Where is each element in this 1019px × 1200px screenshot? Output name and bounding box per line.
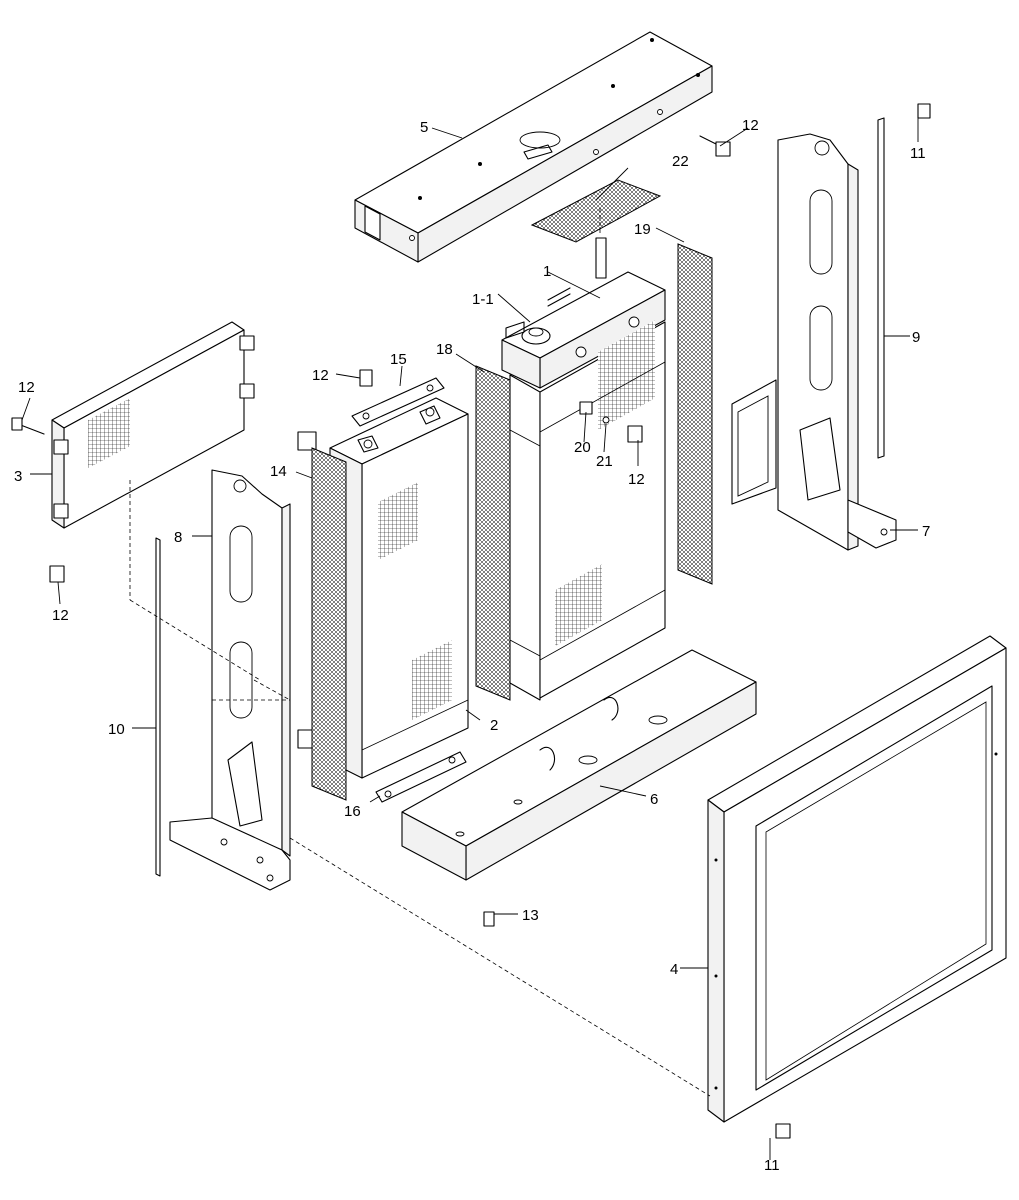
callout-12-bracket: 12 <box>312 367 329 384</box>
callout-7: 7 <box>922 523 930 540</box>
part-side-cooler <box>51 321 255 529</box>
callout-13: 13 <box>522 907 539 924</box>
callout-16: 16 <box>344 803 361 820</box>
callout-3: 3 <box>14 468 22 485</box>
bolt-set <box>11 103 931 1139</box>
callout-1: 1 <box>543 263 551 280</box>
callout-12-top-right: 12 <box>742 117 759 134</box>
callout-4: 4 <box>670 961 678 978</box>
callout-6: 6 <box>650 791 658 808</box>
callout-19: 19 <box>634 221 651 238</box>
part-top-shroud <box>354 31 713 263</box>
part-seal-middle <box>475 365 511 701</box>
part-seal-right <box>677 243 713 585</box>
part-bracket-top <box>351 377 445 427</box>
callout-21: 21 <box>596 453 613 470</box>
part-bracket-bottom <box>375 751 467 803</box>
callout-12-left-bottom: 12 <box>52 607 69 624</box>
callout-20: 20 <box>574 439 591 456</box>
callout-18: 18 <box>436 341 453 358</box>
callout-5: 5 <box>420 119 428 136</box>
part-frame-right <box>731 133 897 551</box>
callout-10: 10 <box>108 721 125 738</box>
part-rod-left <box>155 537 161 877</box>
part-radiator-core <box>501 237 666 701</box>
part-radiator-frame <box>707 635 1007 1123</box>
callout-2: 2 <box>490 717 498 734</box>
callout-labels: 1 1-1 2 3 4 5 6 7 8 9 10 11 11 12 12 12 … <box>14 117 930 1174</box>
callout-22: 22 <box>672 153 689 170</box>
part-gasket-top <box>530 179 662 243</box>
leader-lines <box>21 116 919 1160</box>
part-rod-right <box>877 117 885 459</box>
part-seal-left <box>311 447 347 801</box>
callout-14: 14 <box>270 463 287 480</box>
callout-12-radiator: 12 <box>628 471 645 488</box>
callout-1-1: 1-1 <box>472 291 494 308</box>
callout-15: 15 <box>390 351 407 368</box>
part-bottom-tray <box>401 649 757 881</box>
callout-11-top: 11 <box>910 145 926 162</box>
callout-12-left-top: 12 <box>18 379 35 396</box>
part-frame-left <box>169 469 291 891</box>
callout-8: 8 <box>174 529 182 546</box>
callout-11-bottom: 11 <box>764 1157 780 1174</box>
callout-9: 9 <box>912 329 920 346</box>
